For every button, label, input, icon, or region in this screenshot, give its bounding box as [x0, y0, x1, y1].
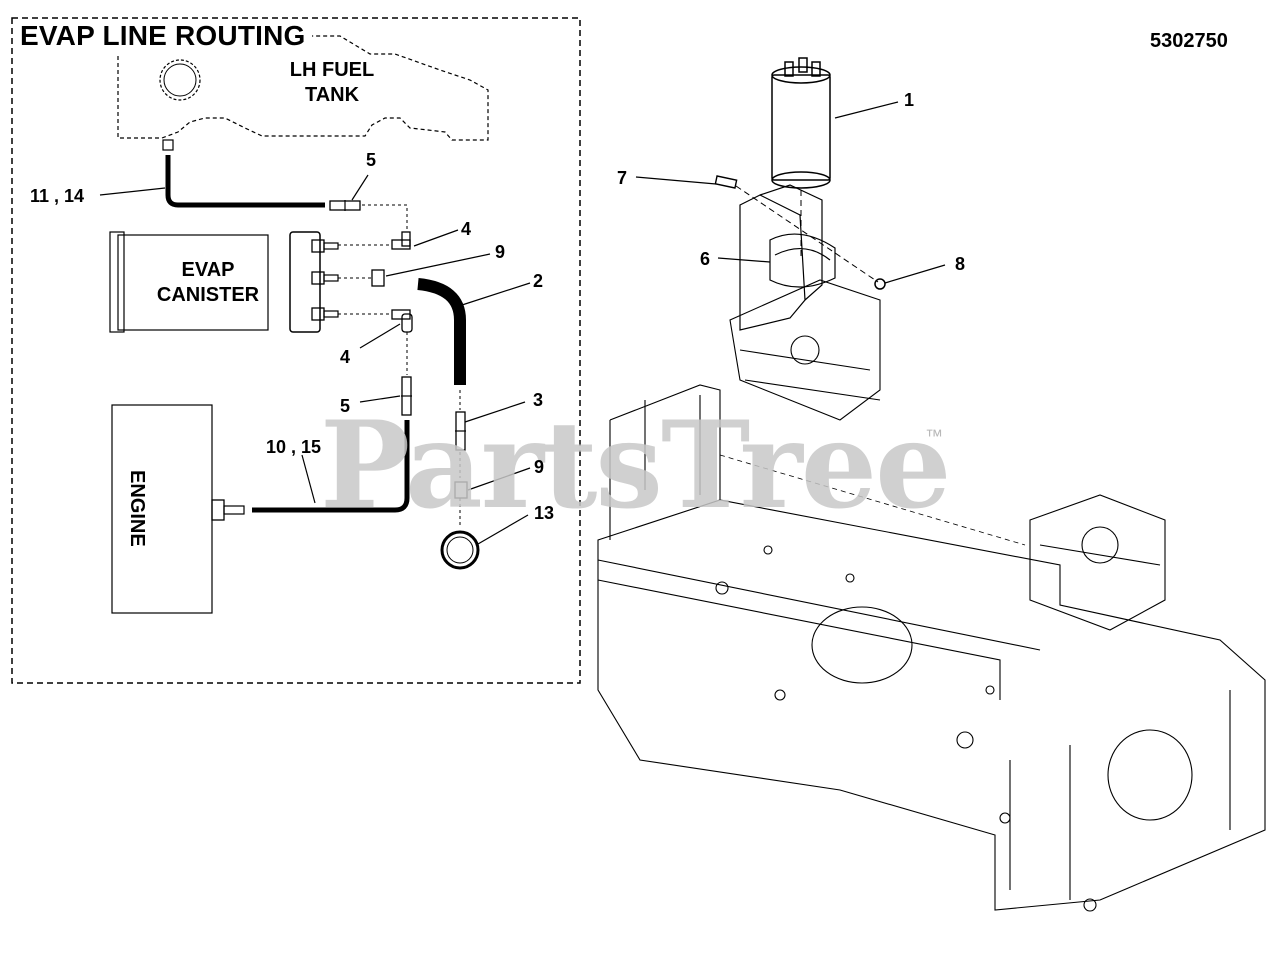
callout-7: 7 [617, 168, 628, 188]
inset-leaders [99, 174, 531, 545]
fuel-tank-outline [117, 35, 489, 141]
hose-2 [417, 278, 466, 385]
callout-3: 3 [533, 390, 544, 410]
callout-4-bottom: 4 [340, 347, 351, 367]
callout-11-14: 11 , 14 [30, 186, 85, 206]
callout-5-top: 5 [366, 150, 377, 170]
hose-10-15 [252, 420, 410, 513]
callout-5-bottom: 5 [340, 396, 351, 416]
canister-ports [311, 239, 339, 321]
inset-border [11, 17, 581, 684]
callout-9-top: 9 [495, 242, 506, 262]
canister-label: EVAP CANISTER [156, 259, 260, 306]
mount-bracket [739, 184, 836, 331]
callout-2: 2 [533, 271, 544, 291]
callout-10-15: 10 , 15 [266, 437, 322, 457]
cap-13 [440, 530, 480, 570]
frame-assembly [597, 279, 1266, 912]
fuel-cap-icon [159, 59, 201, 101]
diagram-part-number: 5302750 [1150, 30, 1228, 52]
evap-canister-body [117, 234, 269, 331]
bolt-7 [714, 175, 738, 189]
trademark-symbol: ™ [925, 426, 943, 446]
callout-4-top: 4 [461, 219, 472, 239]
inset-title: EVAP LINE ROUTING [20, 20, 306, 51]
callout-6: 6 [700, 249, 711, 269]
main-leaders [635, 101, 946, 284]
clip-9-bottom [454, 481, 468, 499]
callout-13: 13 [534, 503, 555, 523]
engine-label: ENGINE [126, 470, 148, 547]
callout-9-bottom: 9 [534, 457, 545, 477]
fuel-tank-label: LH FUEL TANK [289, 59, 375, 106]
callout-1: 1 [904, 90, 915, 110]
tee-fitting-4-top [391, 239, 411, 250]
callout-8: 8 [955, 254, 966, 274]
engine-fitting [211, 499, 225, 521]
hose-11-14 [165, 155, 325, 208]
canister-end-cap [289, 231, 321, 333]
clip-9-top [371, 269, 385, 287]
tank-fitting [162, 139, 174, 151]
nut-8 [874, 278, 886, 290]
evap-canister-1 [771, 57, 831, 189]
parts-tree-watermark: PartsTree [320, 395, 951, 536]
